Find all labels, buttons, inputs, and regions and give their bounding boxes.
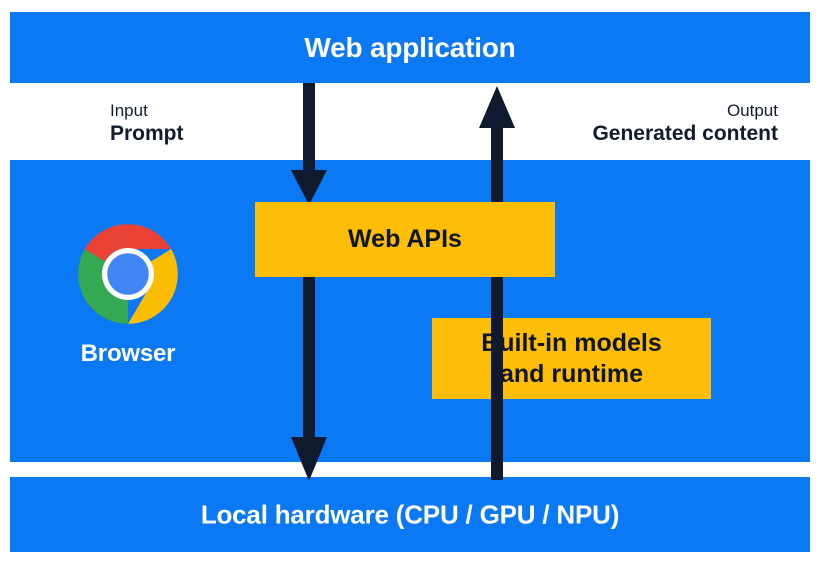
input-label-group: Input Prompt bbox=[110, 100, 184, 148]
built-in-models-label: Built-in models and runtime bbox=[481, 328, 662, 389]
input-value-label: Prompt bbox=[110, 122, 184, 146]
web-application-band: Web application bbox=[10, 12, 810, 83]
built-in-models-line1: Built-in models bbox=[481, 329, 662, 357]
browser-label: Browser bbox=[80, 340, 176, 367]
local-hardware-label: Local hardware (CPU / GPU / NPU) bbox=[200, 499, 620, 529]
local-hardware-band: Local hardware (CPU / GPU / NPU) bbox=[10, 477, 810, 552]
web-application-label: Web application bbox=[304, 31, 516, 63]
browser-group: Browser bbox=[58, 222, 198, 368]
web-apis-box[interactable]: Web APIs bbox=[255, 202, 555, 277]
chrome-logo-icon bbox=[78, 224, 178, 324]
built-in-models-box[interactable]: Built-in models and runtime bbox=[432, 318, 711, 399]
built-in-models-line2: and runtime bbox=[499, 359, 644, 388]
output-label-group: Output Generated content bbox=[592, 100, 778, 148]
web-apis-label: Web APIs bbox=[348, 225, 462, 254]
output-value-label: Generated content bbox=[592, 122, 778, 146]
input-kind-label: Input bbox=[110, 101, 148, 120]
output-kind-label: Output bbox=[726, 101, 778, 120]
